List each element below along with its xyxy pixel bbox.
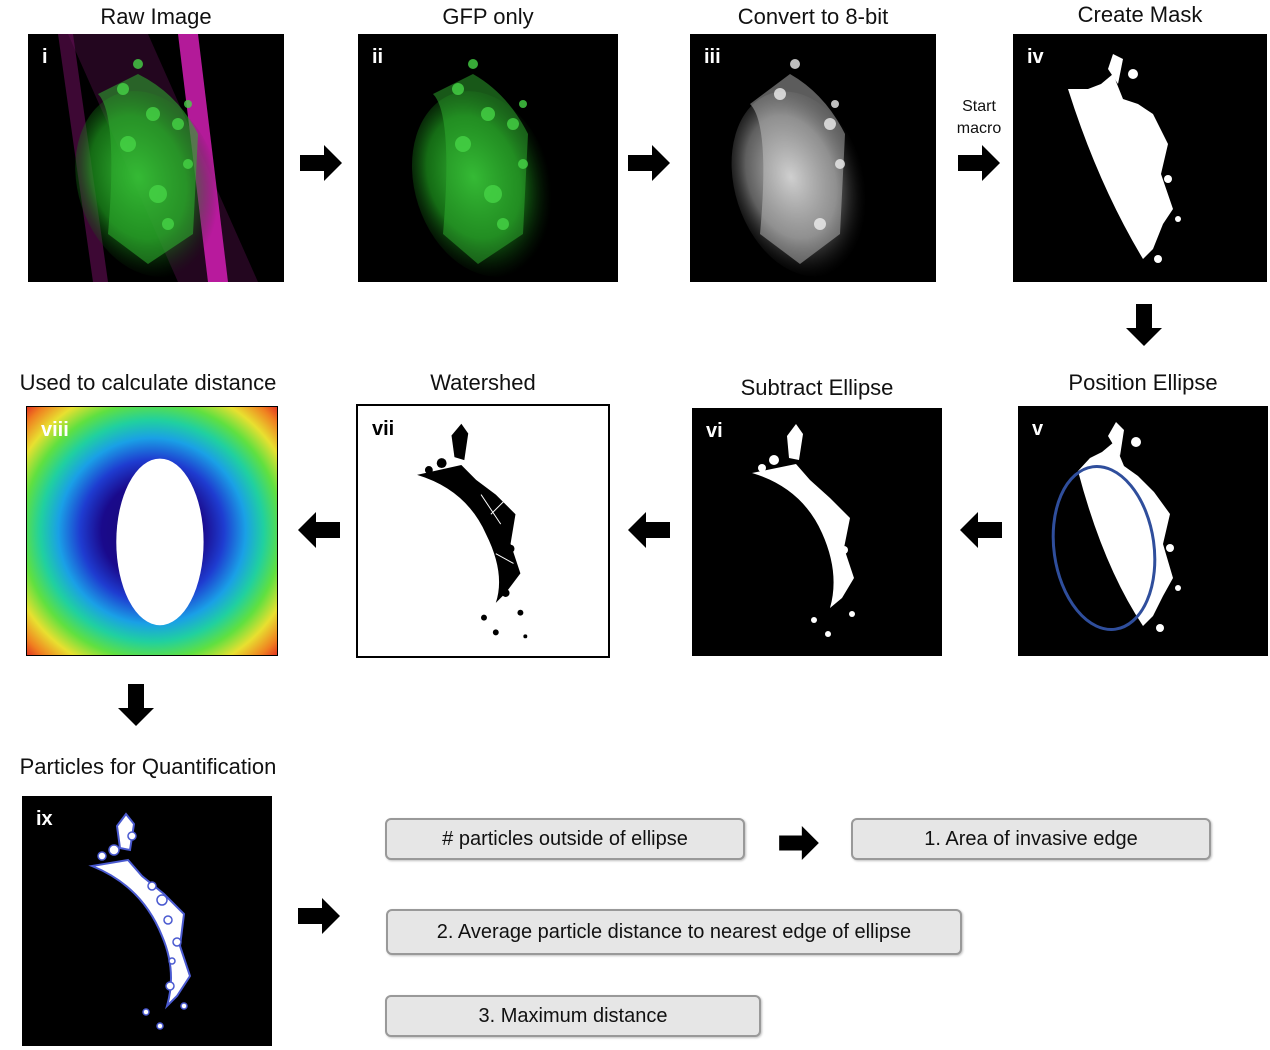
raw-image-graphic	[58, 34, 258, 282]
arrow-right-icon	[628, 145, 670, 181]
panel-iv-title: Create Mask	[1077, 2, 1203, 27]
panel-gfp-only: ii	[358, 34, 618, 282]
panel-distance-map: viii	[26, 406, 278, 656]
arrow-right-icon	[778, 826, 820, 860]
panel-ix-title: Particles for Quantification	[19, 754, 277, 779]
panel-vi-title: Subtract Ellipse	[740, 375, 894, 400]
particles-outside-ellipse-box: # particles outside of ellipse	[385, 818, 745, 860]
panel-8bit: iii	[690, 34, 936, 282]
arrow-right-icon	[958, 145, 1000, 181]
panel-v-label: v	[1032, 418, 1044, 440]
panel-iv-label: iv	[1027, 46, 1044, 68]
panel-v-title: Position Ellipse	[1068, 370, 1218, 395]
panel-iii-title: Convert to 8-bit	[737, 4, 889, 29]
panel-viii-title: Used to calculate distance	[19, 370, 277, 395]
arrow-left-icon	[628, 512, 670, 548]
average-particle-distance-box: 2. Average particle distance to nearest …	[386, 909, 962, 955]
maximum-distance-box: 3. Maximum distance	[385, 995, 761, 1037]
arrow-right-icon	[298, 898, 340, 934]
panel-ii-label: ii	[372, 46, 384, 68]
arrow-left-icon	[298, 512, 340, 548]
panel-iii-label: iii	[704, 46, 721, 68]
arrow-down-icon	[118, 684, 154, 726]
panel-ii-title: GFP only	[442, 4, 534, 29]
mask-image-graphic	[1068, 54, 1181, 263]
start-macro-line2: macro	[956, 120, 1002, 137]
panel-raw-image: i	[28, 34, 284, 282]
arrow-down-icon	[1126, 304, 1162, 346]
panel-vi-label: vi	[706, 420, 723, 442]
distance-map-graphic	[27, 407, 277, 655]
panel-create-mask: iv	[1013, 34, 1267, 282]
panel-i-title: Raw Image	[100, 4, 212, 29]
panel-i-label: i	[42, 46, 48, 68]
panel-vii-title: Watershed	[430, 370, 536, 395]
panel-vii-label: vii	[372, 418, 395, 440]
watershed-image-graphic	[417, 423, 528, 639]
area-invasive-edge-box: 1. Area of invasive edge	[851, 818, 1211, 860]
panel-ix-label: ix	[36, 808, 53, 830]
particles-graphic	[88, 812, 192, 1030]
subtract-ellipse-graphic	[752, 424, 855, 637]
gfp-image-graphic	[411, 59, 555, 277]
arrow-right-icon	[300, 145, 342, 181]
grayscale-image-graphic	[731, 59, 869, 277]
panel-position-ellipse: v	[1018, 406, 1268, 656]
panel-subtract-ellipse: vi	[692, 408, 942, 656]
arrow-left-icon	[960, 512, 1002, 548]
start-macro-line1: Start	[962, 98, 996, 115]
panel-particles: ix	[22, 796, 272, 1046]
panel-watershed: vii	[356, 404, 610, 658]
panel-viii-label: viii	[41, 419, 69, 441]
position-ellipse-graphic	[1051, 422, 1181, 632]
start-macro-note: Start macro	[948, 96, 1010, 140]
